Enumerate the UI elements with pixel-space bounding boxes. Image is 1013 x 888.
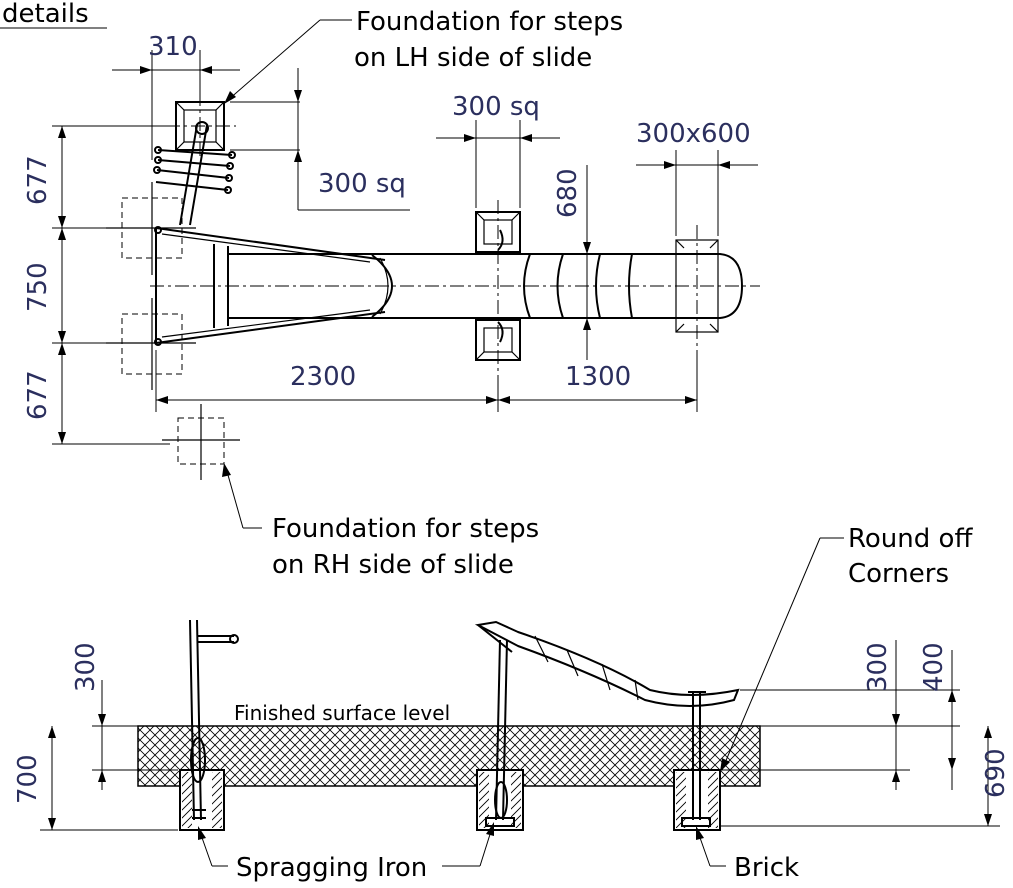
finished-surface-slab xyxy=(137,725,761,787)
dim-300sq-top: 300 sq xyxy=(452,92,540,122)
dim-300x600: 300x600 xyxy=(636,119,751,149)
lh-step-foundation xyxy=(153,92,236,226)
finished-surface-label: Finished surface level xyxy=(234,701,450,725)
dim-310: 310 xyxy=(148,32,198,62)
plan-dimensions: 310 300 sq 300 sq 300x600 680 xyxy=(23,32,758,445)
dim-section-300-right: 300 xyxy=(863,642,893,692)
right-pit xyxy=(673,692,721,831)
dim-section-700: 700 xyxy=(13,754,43,804)
spragging-iron-label: Spragging Iron xyxy=(236,853,427,883)
middle-pit xyxy=(476,639,524,831)
dim-677-top: 677 xyxy=(23,155,53,205)
dim-680: 680 xyxy=(553,168,583,218)
section-notes: Finished surface level Round off Corners… xyxy=(198,524,973,883)
lh-note-line1: Foundation for steps xyxy=(356,7,623,37)
dim-1300: 1300 xyxy=(565,362,631,392)
lh-note-line2: on LH side of slide xyxy=(354,43,592,73)
heading: details xyxy=(0,0,107,29)
mid-support-foundations xyxy=(475,200,521,375)
dim-section-690: 690 xyxy=(981,748,1011,798)
dim-section-400: 400 xyxy=(919,642,949,692)
left-pit xyxy=(179,619,239,831)
brick-label: Brick xyxy=(734,853,799,883)
plan-view xyxy=(106,92,760,480)
dim-section-300-left: 300 xyxy=(71,642,101,692)
section-view: 300 700 300 400 690 xyxy=(13,619,1011,831)
round-off-line2: Corners xyxy=(848,559,949,589)
plan-notes: Foundation for steps on LH side of slide… xyxy=(222,7,623,580)
rh-note-line2: on RH side of slide xyxy=(272,550,514,580)
dim-677-bottom: 677 xyxy=(23,370,53,420)
round-off-line1: Round off xyxy=(848,524,973,554)
dim-300sq-side: 300 sq xyxy=(318,169,406,199)
dim-750: 750 xyxy=(23,262,53,312)
heading-text: details xyxy=(2,0,89,29)
dim-2300: 2300 xyxy=(290,362,356,392)
slide-section xyxy=(474,620,740,707)
slide-start-foundations xyxy=(106,182,196,390)
rh-note-line1: Foundation for steps xyxy=(272,514,539,544)
rh-step-foundation xyxy=(162,404,240,480)
